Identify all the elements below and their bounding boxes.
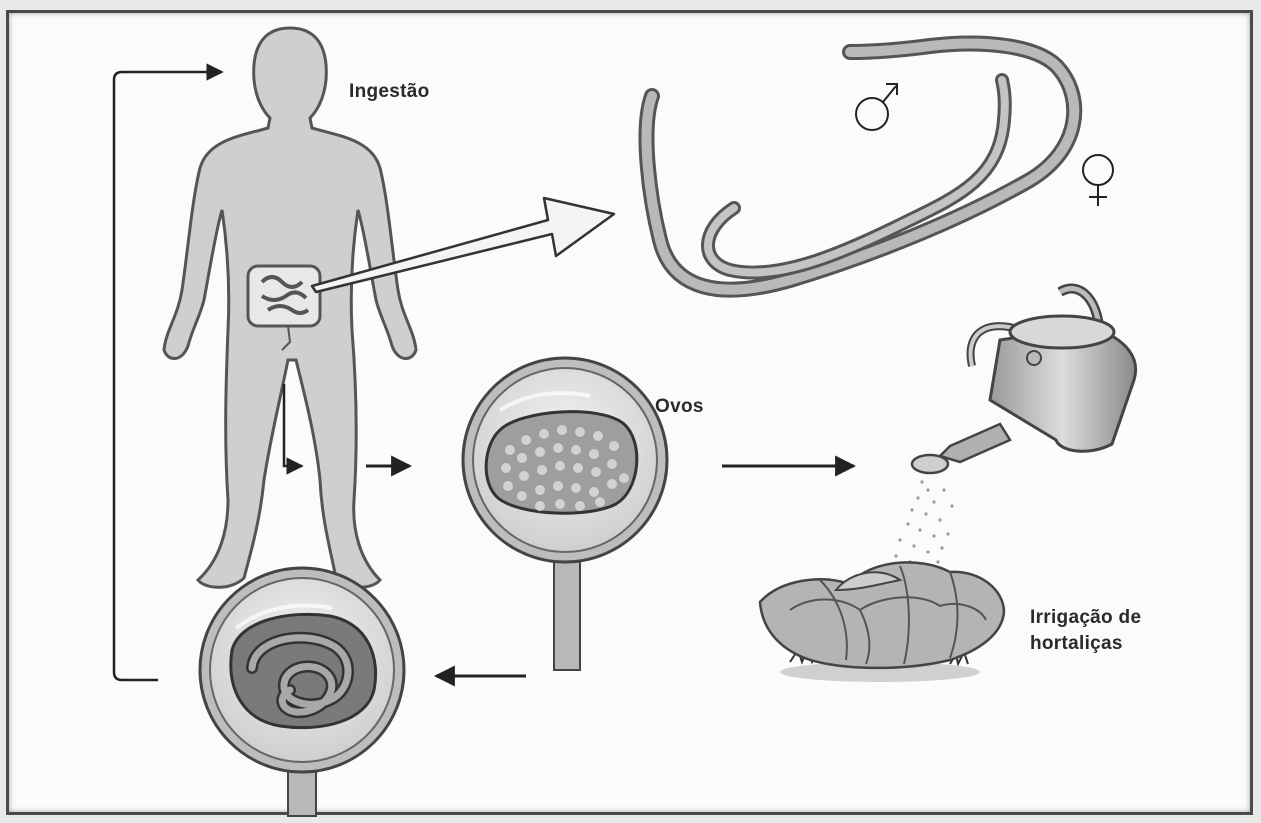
- female-symbol-icon: [1083, 155, 1113, 206]
- irrigation-label-line2: hortaliças: [1030, 632, 1123, 656]
- eggs-magnifier: [463, 358, 667, 670]
- watering-can-icon: [912, 289, 1136, 473]
- embryonated-egg-magnifier: [200, 568, 404, 816]
- water-spray: [894, 480, 953, 569]
- ingestion-label: Ingestão: [349, 80, 430, 104]
- lettuce-plant: [760, 562, 1004, 682]
- irrigation-label-line1: Irrigação de: [1030, 606, 1141, 630]
- human-body: [164, 28, 416, 587]
- excretion-arrow: [284, 384, 302, 466]
- adult-worms: [647, 44, 1075, 290]
- male-symbol-icon: [856, 84, 897, 130]
- eggs-label: Ovos: [655, 395, 704, 419]
